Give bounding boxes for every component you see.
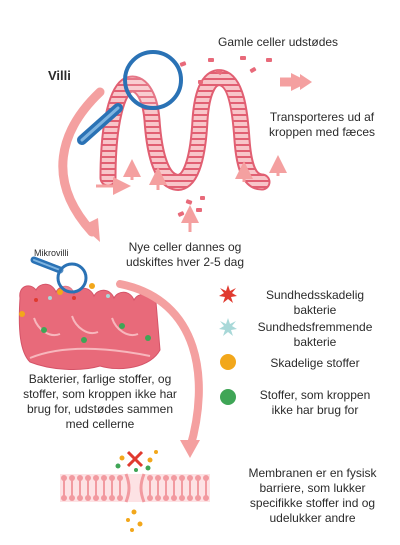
membrane-line-4: udelukker andre — [269, 511, 356, 525]
villi-label: Villi — [48, 68, 71, 83]
legend-text: Sundhedsfremmende — [257, 320, 373, 334]
transport-line-2: kroppen med fæces — [268, 125, 376, 139]
new-cells-line-1: Nye celler dannes og — [128, 240, 242, 254]
membrane-label: Membranen er en fysisk barriere, som luk… — [230, 466, 395, 526]
zoom-arrow-head — [82, 218, 100, 242]
membrane-line-3: specifikke stoffer ind og — [249, 496, 376, 510]
old-cells-label: Gamle celler udstødes — [218, 35, 339, 49]
transport-label: Transporteres ud af kroppen med fæces — [252, 110, 392, 140]
magnifier-icon — [77, 50, 183, 145]
new-cells-line-2: udskiftes hver 2-5 dag — [125, 255, 245, 269]
microvilli-label: Mikrovilli — [34, 248, 69, 258]
membrane-line-2: barriere, som lukker — [259, 481, 366, 495]
membrane-arrow — [116, 280, 203, 452]
beneficial-bacteria-icon — [219, 318, 237, 336]
legend-harmful-substance: Skadelige stoffer — [240, 356, 390, 371]
legend-text: bakterie — [293, 303, 337, 317]
legend-text: ikke har brug for — [271, 403, 359, 417]
expelled-line-2: stoffer, som kroppen ikke har — [23, 387, 177, 401]
transport-line-1: Transporteres ud af — [269, 110, 375, 124]
new-cells-label: Nye celler dannes og udskiftes hver 2-5 … — [110, 240, 260, 270]
legend-text: Skadelige stoffer — [270, 356, 360, 370]
harmful-substance-icon — [220, 354, 236, 370]
legend-unneeded-substance: Stoffer, som kroppen ikke har brug for — [240, 388, 390, 418]
microvilli-cells — [18, 283, 161, 370]
legend-text: Sundhedsskadelig — [265, 288, 365, 302]
membrane-line-1: Membranen er en fysisk — [248, 466, 377, 480]
membrane — [60, 450, 210, 532]
expelled-label: Bakterier, farlige stoffer, og stoffer, … — [10, 372, 190, 432]
villi-tissue — [99, 69, 271, 191]
microvilli-magnifier-icon — [30, 256, 88, 294]
expelled-line-1: Bakterier, farlige stoffer, og — [28, 372, 172, 386]
zoom-arrow — [58, 87, 105, 237]
expelled-line-4: med cellerne — [65, 417, 135, 431]
legend-harmful-bacteria: Sundhedsskadelig bakterie — [240, 288, 390, 318]
movement-arrows — [96, 73, 309, 232]
transport-arrow-head — [300, 74, 312, 90]
expelled-line-3: brug for, udstødes sammen — [26, 402, 174, 416]
membrane-arrow-head — [180, 440, 200, 458]
harmful-bacteria-icon — [219, 285, 237, 303]
legend-text: Stoffer, som kroppen — [259, 388, 371, 402]
unneeded-substance-icon — [220, 389, 236, 405]
legend-text: bakterie — [293, 335, 337, 349]
legend-beneficial-bacteria: Sundhedsfremmende bakterie — [240, 320, 390, 350]
